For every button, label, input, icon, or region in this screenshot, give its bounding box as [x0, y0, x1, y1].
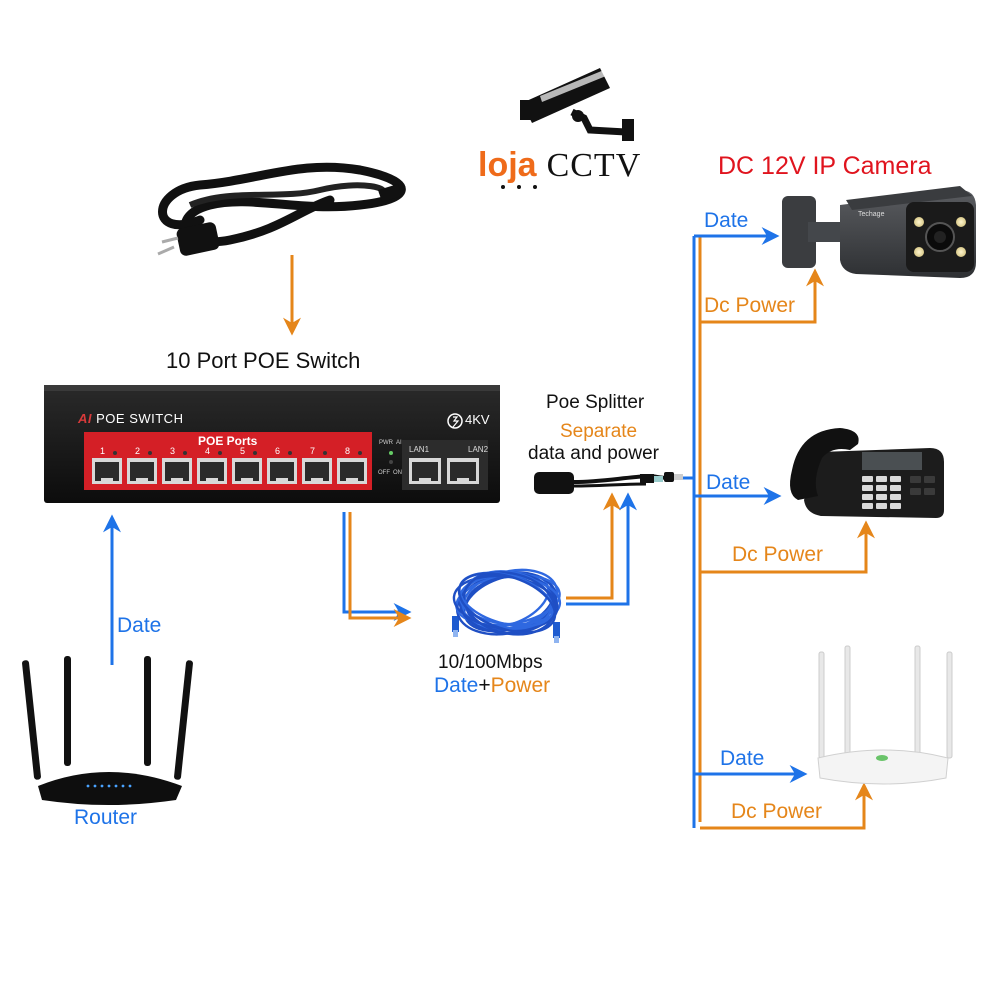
cable-speed-label: 10/100Mbps	[438, 652, 543, 673]
splitter-line1: Separate	[560, 421, 638, 442]
poe-splitter-image	[534, 472, 683, 494]
poe-port-number: 8	[345, 446, 351, 456]
poe-port	[232, 451, 262, 484]
phone-data-label: Date	[706, 471, 751, 494]
ip-camera-image	[782, 186, 976, 278]
switch-model-label: AI POE SWITCH	[78, 411, 183, 426]
poe-port-number: 2	[135, 446, 141, 456]
poe-port	[302, 451, 332, 484]
switch-to-cable-power-line	[348, 512, 412, 627]
logo-dots	[501, 185, 537, 189]
camera-power-line	[700, 268, 824, 324]
poe-port-number: 6	[275, 446, 281, 456]
switch-on-label: ON	[393, 470, 402, 476]
splitter-title: Poe Splitter	[546, 392, 645, 413]
switch-off-label: OFF	[378, 470, 390, 476]
switch-model-name: POE SWITCH	[96, 411, 184, 426]
poe-port-number: 7	[310, 446, 316, 456]
switch-lan2-label: LAN2	[468, 445, 489, 454]
power-cord-image	[157, 162, 406, 256]
switch-pwr-label: PWR	[379, 440, 393, 446]
camera-brand-label: Techage	[858, 211, 885, 218]
brand-cctv: CCTV	[546, 147, 642, 184]
cable-power-label: Power	[490, 674, 551, 697]
wifi-power-label: Dc Power	[731, 800, 823, 823]
cable-plus-label: +	[478, 674, 491, 697]
switch-ports-header: POE Ports	[198, 434, 258, 448]
switch-ai-label: AI	[396, 440, 402, 446]
poe-port	[337, 451, 367, 484]
cable-date-label: Date	[434, 674, 479, 697]
cctv-logo-icon	[520, 68, 634, 141]
wifi-power-line	[700, 782, 873, 830]
cable-type-label: Date+Power	[434, 674, 550, 698]
poe-port-number: 5	[240, 446, 246, 456]
lan-port-group	[409, 458, 479, 484]
poe-port	[127, 451, 157, 484]
splitter-line2: data and power	[528, 443, 659, 464]
phone-power-line	[700, 520, 875, 574]
poe-switch-image	[44, 385, 500, 503]
camera-data-label: Date	[704, 209, 749, 232]
poe-port-number: 4	[205, 446, 211, 456]
poe-port	[267, 451, 297, 484]
lan-port	[409, 458, 441, 484]
switch-model-prefix: AI	[78, 411, 92, 426]
network-cable-image	[452, 568, 562, 643]
desk-phone-image	[790, 428, 944, 518]
poe-port-number: 3	[170, 446, 176, 456]
switch-lan1-label: LAN1	[409, 445, 430, 454]
poe-port	[162, 451, 192, 484]
switch-to-cable-data-line	[342, 512, 412, 621]
router-leds	[86, 784, 132, 788]
lan-port	[447, 458, 479, 484]
wifi-data-label: Date	[720, 747, 765, 770]
cable-to-splitter-power-line	[566, 492, 621, 600]
phone-keypad	[862, 476, 935, 509]
camera-power-label: Dc Power	[704, 294, 796, 317]
brand-loja: loja	[478, 146, 537, 184]
router-data-label: Date	[117, 614, 162, 637]
switch-surge-label: 4KV	[465, 412, 490, 427]
poe-port	[197, 451, 227, 484]
router-image	[22, 656, 193, 805]
poe-port	[92, 451, 122, 484]
phone-power-label: Dc Power	[732, 543, 824, 566]
poe-port-group	[92, 451, 367, 484]
poe-port-number: 1	[100, 446, 106, 456]
switch-caption: 10 Port POE Switch	[166, 348, 361, 373]
router-label: Router	[74, 806, 138, 829]
wifi-router-image	[817, 645, 953, 785]
cable-to-splitter-data-line	[566, 492, 637, 606]
page-title: DC 12V IP Camera	[718, 152, 932, 180]
